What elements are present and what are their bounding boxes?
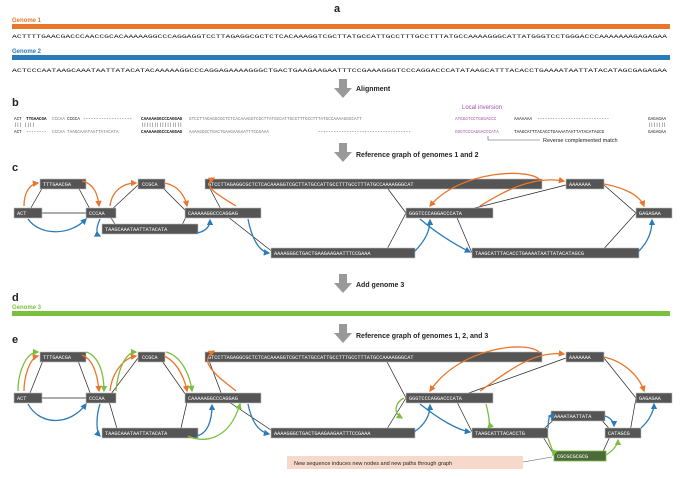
- genome1-sequence: ACTTTTGAACGACCCAACCGCACAAAAAGGCCCAGGAGGT…: [12, 33, 668, 40]
- revcomp-label: Reverse complemented match: [543, 138, 618, 144]
- note-pointer: [522, 456, 553, 463]
- node-aaaag-c: AAAAGGGCTGACTGAAGAAGAATTTCCGAAA: [274, 251, 371, 257]
- node-ttt-e: TTTGAACGA: [43, 355, 72, 361]
- node-taagc-c: TAAGCATTTACACCTGAAAATAATTATACATAGCG: [475, 251, 584, 257]
- node-aaaat-e: AAAATAATTATA: [554, 414, 592, 420]
- genome2-bar: [12, 55, 670, 60]
- step-arrow-alignment: [334, 79, 352, 98]
- panel-label-e: e: [12, 334, 18, 346]
- alignment-bars-right: |||||||: [648, 123, 666, 128]
- node-ccgca-e: CCGCA: [142, 355, 158, 361]
- node-gtcc-c: GTCCTTAGAGGCGCTCTCACAAAGGTCGCTTATGCCATTG…: [208, 182, 413, 188]
- node-gagag-c: GAGAGAA: [639, 211, 662, 217]
- node-gggt-c: GGGTCCCAGGACCCATA: [409, 211, 463, 217]
- alignment-bars-left: ||| ||||: [14, 123, 35, 128]
- node-ttt-c: TTTGAACGA: [43, 182, 72, 188]
- step-arrow-ref123: [334, 324, 352, 343]
- graph-genomes-1-2-3: ACT TTTGAACGA CCCAA CCGCA TAAGCAAATAATTA…: [13, 346, 673, 462]
- graph-genomes-1-2: ACT TTTGAACGA CCCAA CCGCA TAAGCAAATAATTA…: [13, 172, 673, 259]
- genome1-label: Genome 1: [12, 18, 42, 24]
- revcomp-pointer: [487, 136, 540, 141]
- node-aaaaaaa-c: AAAAAAA: [569, 182, 592, 188]
- genome3-label: Genome 3: [12, 305, 42, 311]
- note-text: New sequence induces new nodes and new p…: [294, 461, 452, 467]
- genome2-label: Genome 2: [12, 49, 42, 55]
- node-taag-e: TAAGCAAATAATTATACATA: [105, 431, 168, 437]
- step-label-add3: Add genome 3: [356, 282, 404, 289]
- node-cccaa-c: CCCAA: [89, 211, 105, 217]
- panel-label-b: b: [12, 97, 19, 109]
- step-arrow-ref12: [334, 143, 352, 162]
- node-aaaag-e: AAAAGGGCTGACTGAAGAAGAATTTCCGAAA: [274, 431, 371, 437]
- node-cccaa-e: CCCAA: [89, 396, 105, 402]
- node-ccgca-c: CCGCA: [142, 182, 158, 188]
- panel-label-a: a: [334, 3, 341, 15]
- node-aaaaaaa-e: AAAAAAA: [569, 355, 592, 361]
- node-act-e: ACT: [17, 396, 26, 402]
- alignment-row-2: ACT -------- CCCAA TAAGCAAATAATTATACATA …: [14, 130, 666, 135]
- step-label-ref12: Reference graph of genomes 1 and 2: [356, 152, 479, 159]
- node-act-c: ACT: [17, 211, 26, 217]
- node-caaaa-e: CAAAAAGGCCCAGGAG: [188, 396, 238, 402]
- note-box: [287, 456, 523, 469]
- step-label-ref123: Reference graph of genomes 1, 2, and 3: [356, 333, 488, 340]
- genome1-bar: [12, 24, 670, 29]
- local-inversion-label: Local inversion: [462, 105, 502, 111]
- panel-label-c: c: [12, 162, 18, 174]
- node-new-e: CGCGCGCGCG: [557, 454, 588, 460]
- genome3-bar: [12, 311, 670, 316]
- node-gagag-e: GAGAGAA: [639, 396, 662, 402]
- node-gggt-e: GGGTCCCAGGACCCATA: [409, 396, 463, 402]
- node-taagc3-e: TAAGCATTTACACCTG: [475, 431, 525, 437]
- alignment-bars-mid: ||||||||||||||||: [141, 123, 182, 128]
- node-caaaa-c: CAAAAAGGCCCAGGAG: [188, 211, 238, 217]
- step-arrow-add3: [334, 274, 352, 293]
- node-taag-c: TAAGCAAATAATTATACATA: [105, 227, 168, 233]
- node-gtcc-e: GTCCTTAGAGGCGCTCTCACAAAGGTCGCTTATGCCATTG…: [208, 355, 413, 361]
- genome2-sequence: ACTCCCAATAAGCAAATAATTATACATACAAAAAGGCCCA…: [12, 67, 668, 74]
- step-label-alignment: Alignment: [356, 86, 391, 93]
- panel-label-d: d: [12, 292, 19, 304]
- node-catagcg-e: CATAGCG: [608, 431, 630, 437]
- alignment-row-1: ACT TTGAACGA CCCAA CCGCA ---------------…: [14, 117, 666, 122]
